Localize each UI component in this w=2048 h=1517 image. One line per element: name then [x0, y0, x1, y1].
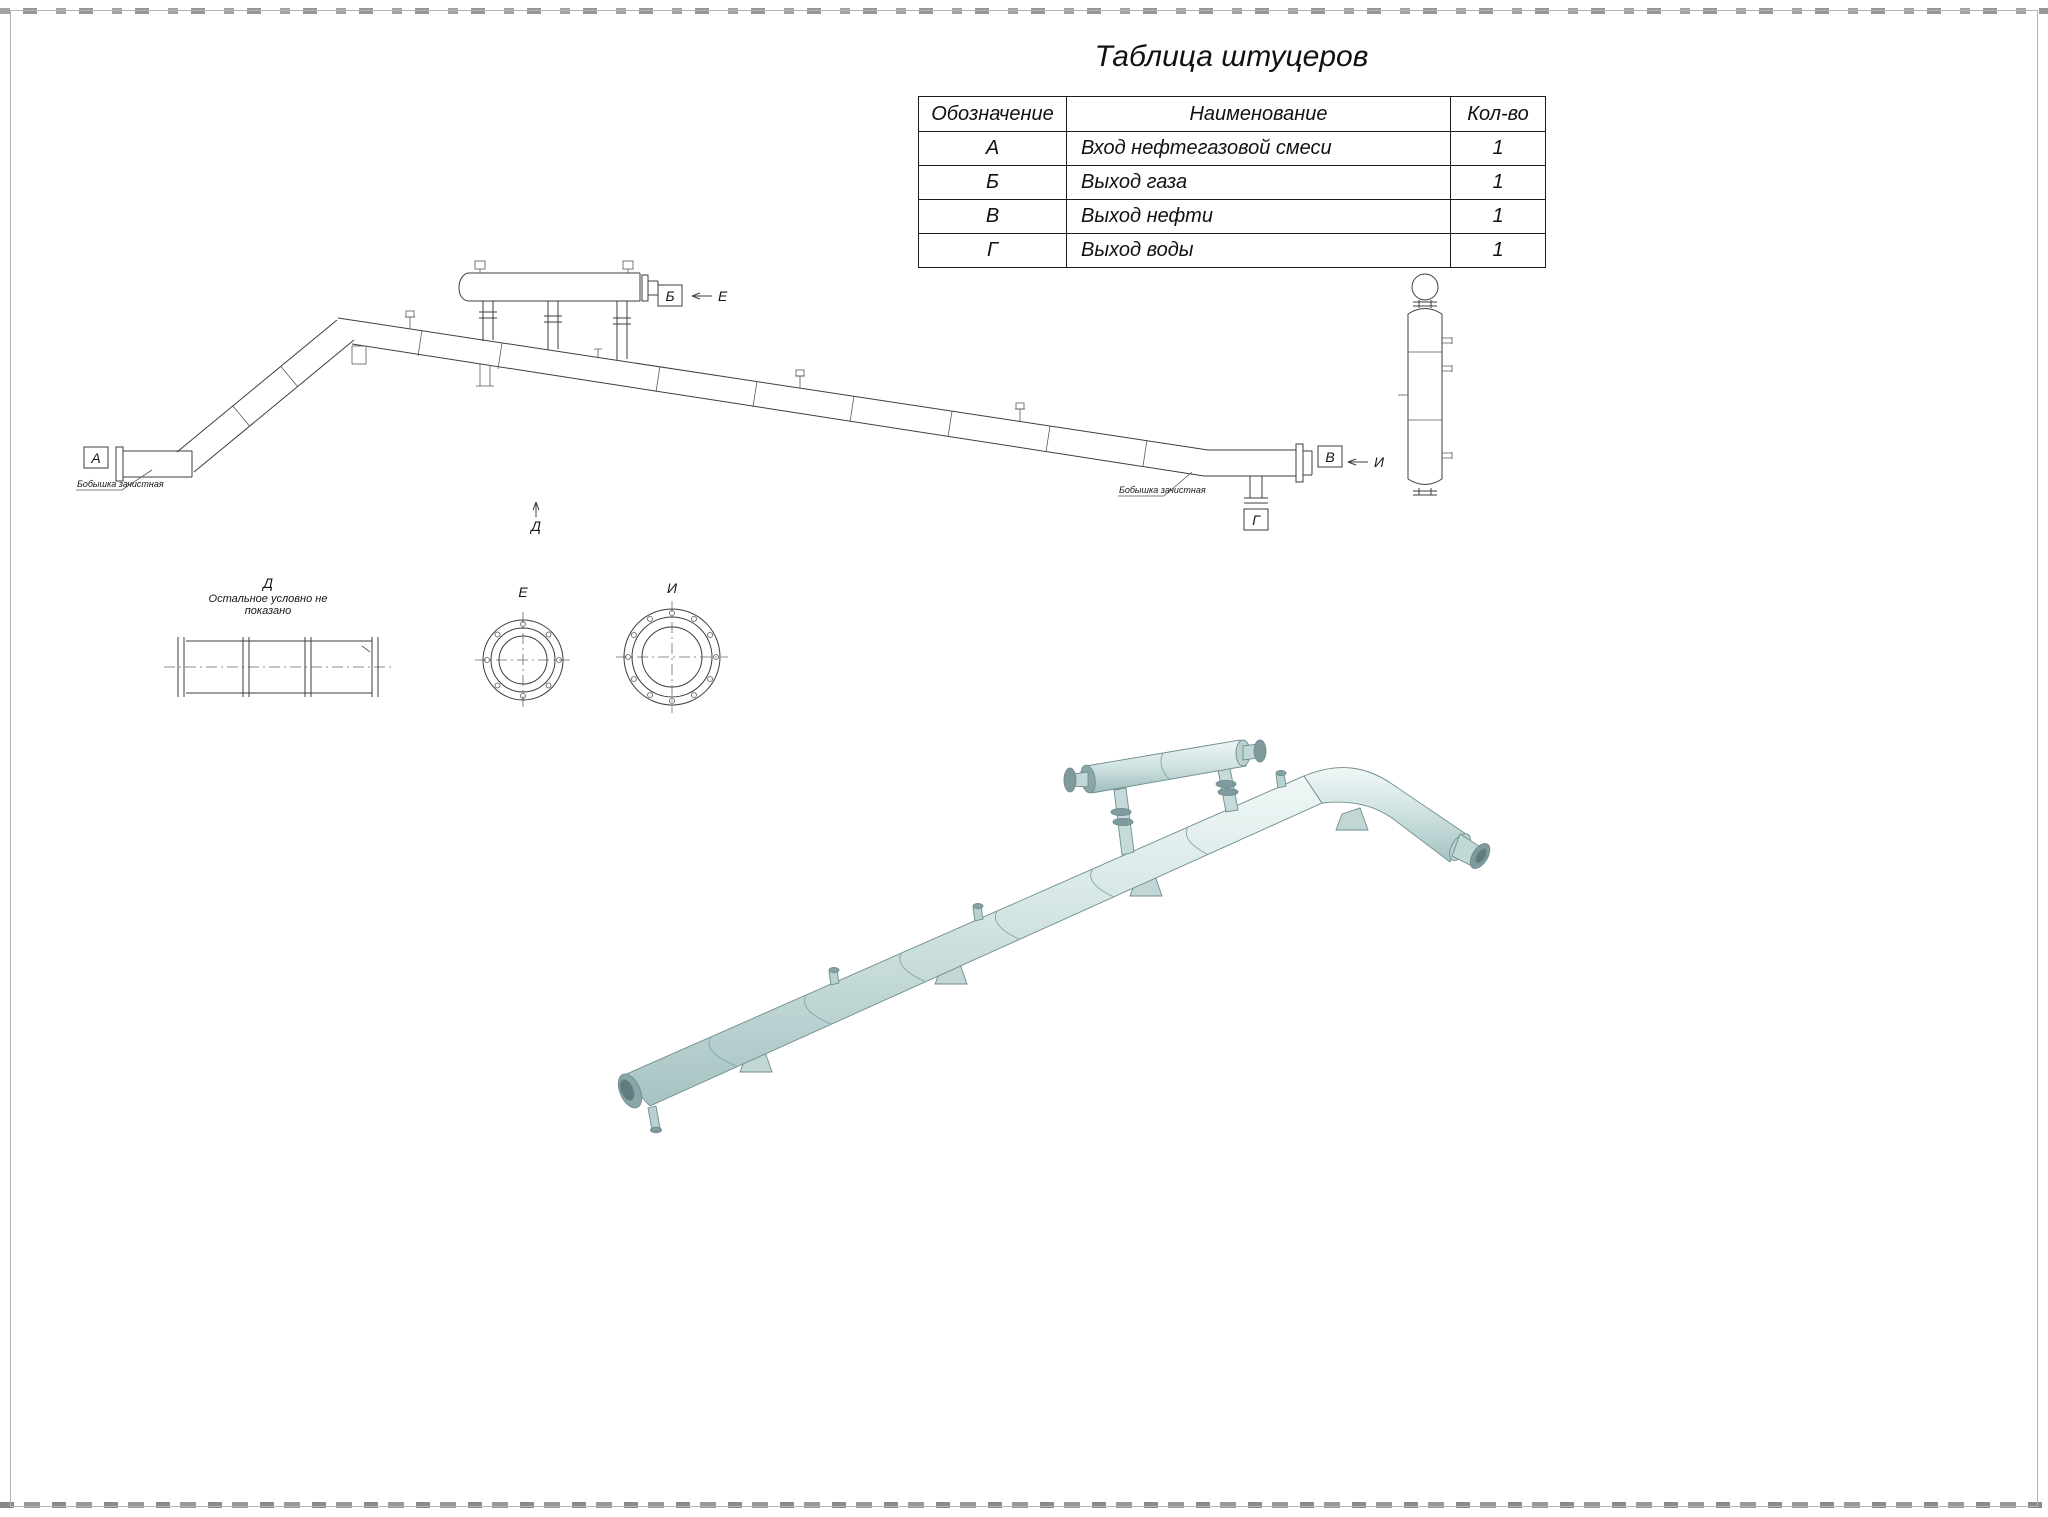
row-name: Выход нефти: [1066, 199, 1451, 234]
view-arrow-e-label: Е: [718, 288, 728, 304]
col-header-qty: Кол-во: [1450, 96, 1546, 132]
nozzle-label-a: А: [90, 450, 100, 466]
row-designation: А: [918, 131, 1067, 166]
iso-drum-right-ring: [1253, 739, 1267, 763]
detail-d-title: Д: [261, 575, 273, 591]
riser-vessel-view: [1398, 273, 1453, 496]
flange-bolt-holes: [625, 610, 719, 704]
row-designation: Г: [918, 233, 1067, 268]
iso-supports: [739, 807, 1369, 1073]
gas-drum: [458, 260, 659, 360]
iso-drain-stub: [647, 1105, 661, 1131]
table-row: Г Выход воды 1: [918, 233, 1546, 268]
pipe-support: [476, 364, 494, 387]
outlet-end: [1204, 443, 1313, 504]
row-qty: 1: [1450, 233, 1546, 268]
row-qty: 1: [1450, 165, 1546, 200]
nozzle-label-g: Г: [1252, 512, 1261, 528]
detail-view-d: Д Остальное условно не показано: [164, 575, 392, 697]
label-box-a: [83, 446, 109, 469]
iso-top-fittings: [828, 770, 1287, 986]
label-box-b: [657, 284, 683, 307]
nozzle-label-b: Б: [665, 288, 674, 304]
view-arrows: Е И Д: [529, 288, 1385, 534]
col-header-designation: Обозначение: [918, 96, 1067, 132]
iso-pipe-seams: [708, 826, 1209, 1068]
flange-bolt-holes: [484, 621, 562, 699]
pipe-support: [351, 345, 367, 365]
iso-drum-left-ring: [1063, 767, 1077, 793]
iso-3d-view: [617, 739, 1491, 1134]
view-arrow-d-icon: [532, 501, 540, 517]
view-arrow-d-label: Д: [529, 518, 541, 534]
boss-note-right: Бобышка зачистная: [1119, 485, 1206, 495]
iso-inlet-bore: [619, 1079, 635, 1101]
detail-d-note-1: Остальное условно не: [209, 593, 328, 605]
detail-d-note-2: показано: [245, 605, 292, 617]
detail-view-i: И: [616, 580, 728, 713]
scan-artifact-bottom: [0, 1502, 2048, 1508]
iso-connector-2-flange: [1217, 787, 1239, 797]
main-separator-pipe: [337, 310, 1209, 477]
detail-e-title: Е: [518, 584, 528, 600]
label-box-g: [1243, 508, 1269, 531]
nozzle-label-v: В: [1325, 449, 1334, 465]
scan-artifact-top: [0, 8, 2048, 14]
label-box-v: [1317, 445, 1343, 468]
iso-elbow: [1303, 767, 1467, 863]
nozzle-labels: А Б В Г: [83, 284, 1343, 531]
iso-outlet-bore: [1475, 848, 1487, 864]
view-arrow-i-label: И: [1374, 454, 1385, 470]
iso-connector-1-flange: [1110, 807, 1132, 817]
detail-i-title: И: [667, 580, 678, 596]
detail-view-e: Е: [475, 584, 571, 708]
view-arrow-i-icon: [1347, 458, 1368, 466]
inlet-pipe: [115, 319, 355, 482]
row-name: Вход нефтегазовой смеси: [1066, 131, 1451, 166]
boss-annotations: Бобышка зачистная Бобышка зачистная: [76, 469, 1206, 497]
view-arrow-e-icon: [691, 292, 712, 300]
elevation-drawing: А Б В Г Е И Д Бобышка зачистная: [76, 260, 1453, 534]
boss-note-left: Бобышка зачистная: [77, 479, 164, 489]
iso-main-pipe: [621, 775, 1323, 1107]
row-name: Выход воды: [1066, 233, 1451, 268]
iso-drain-cap: [650, 1126, 662, 1134]
iso-connector-2-flange: [1215, 779, 1237, 789]
iso-drum-seam: [1160, 752, 1170, 780]
row-designation: Б: [918, 165, 1067, 200]
nozzle-table: Обозначение Наименование Кол-во А Вход н…: [918, 96, 1546, 268]
iso-connector-1-flange: [1112, 817, 1134, 827]
nozzle-table-title: Таблица штуцеров: [1094, 40, 1369, 73]
nozzle-table-header-row: Обозначение Наименование Кол-во: [918, 96, 1546, 132]
